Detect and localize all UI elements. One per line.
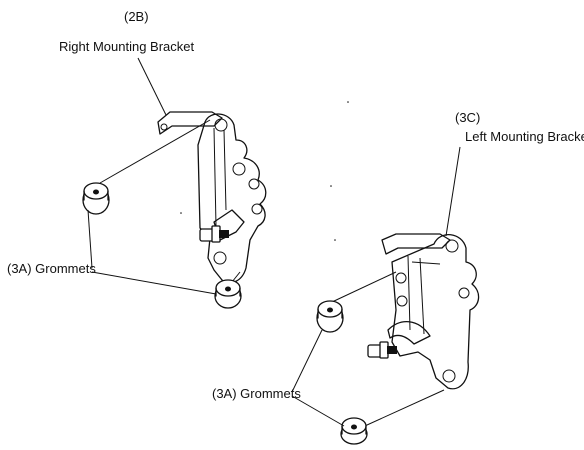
right-mounting-bracket-icon [99, 111, 267, 288]
right-bracket-name-label: Right Mounting Bracket [59, 39, 195, 54]
left-bracket-ref-label: (3C) [455, 110, 481, 125]
grommet-icon [340, 417, 368, 445]
right-bracket-ref-label: (2B) [124, 9, 149, 24]
grommet-icon [82, 182, 110, 215]
grommet-icon [214, 279, 242, 309]
leader-lines [87, 57, 461, 427]
grommets-lower-label: (3A) Grommets [212, 386, 301, 401]
grommet-icon [316, 300, 344, 333]
grommets-upper-label: (3A) Grommets [7, 261, 96, 276]
left-bracket-name-label: Left Mounting Bracket [465, 129, 584, 144]
left-mounting-bracket-icon [331, 233, 480, 431]
stray-marks [180, 101, 349, 241]
